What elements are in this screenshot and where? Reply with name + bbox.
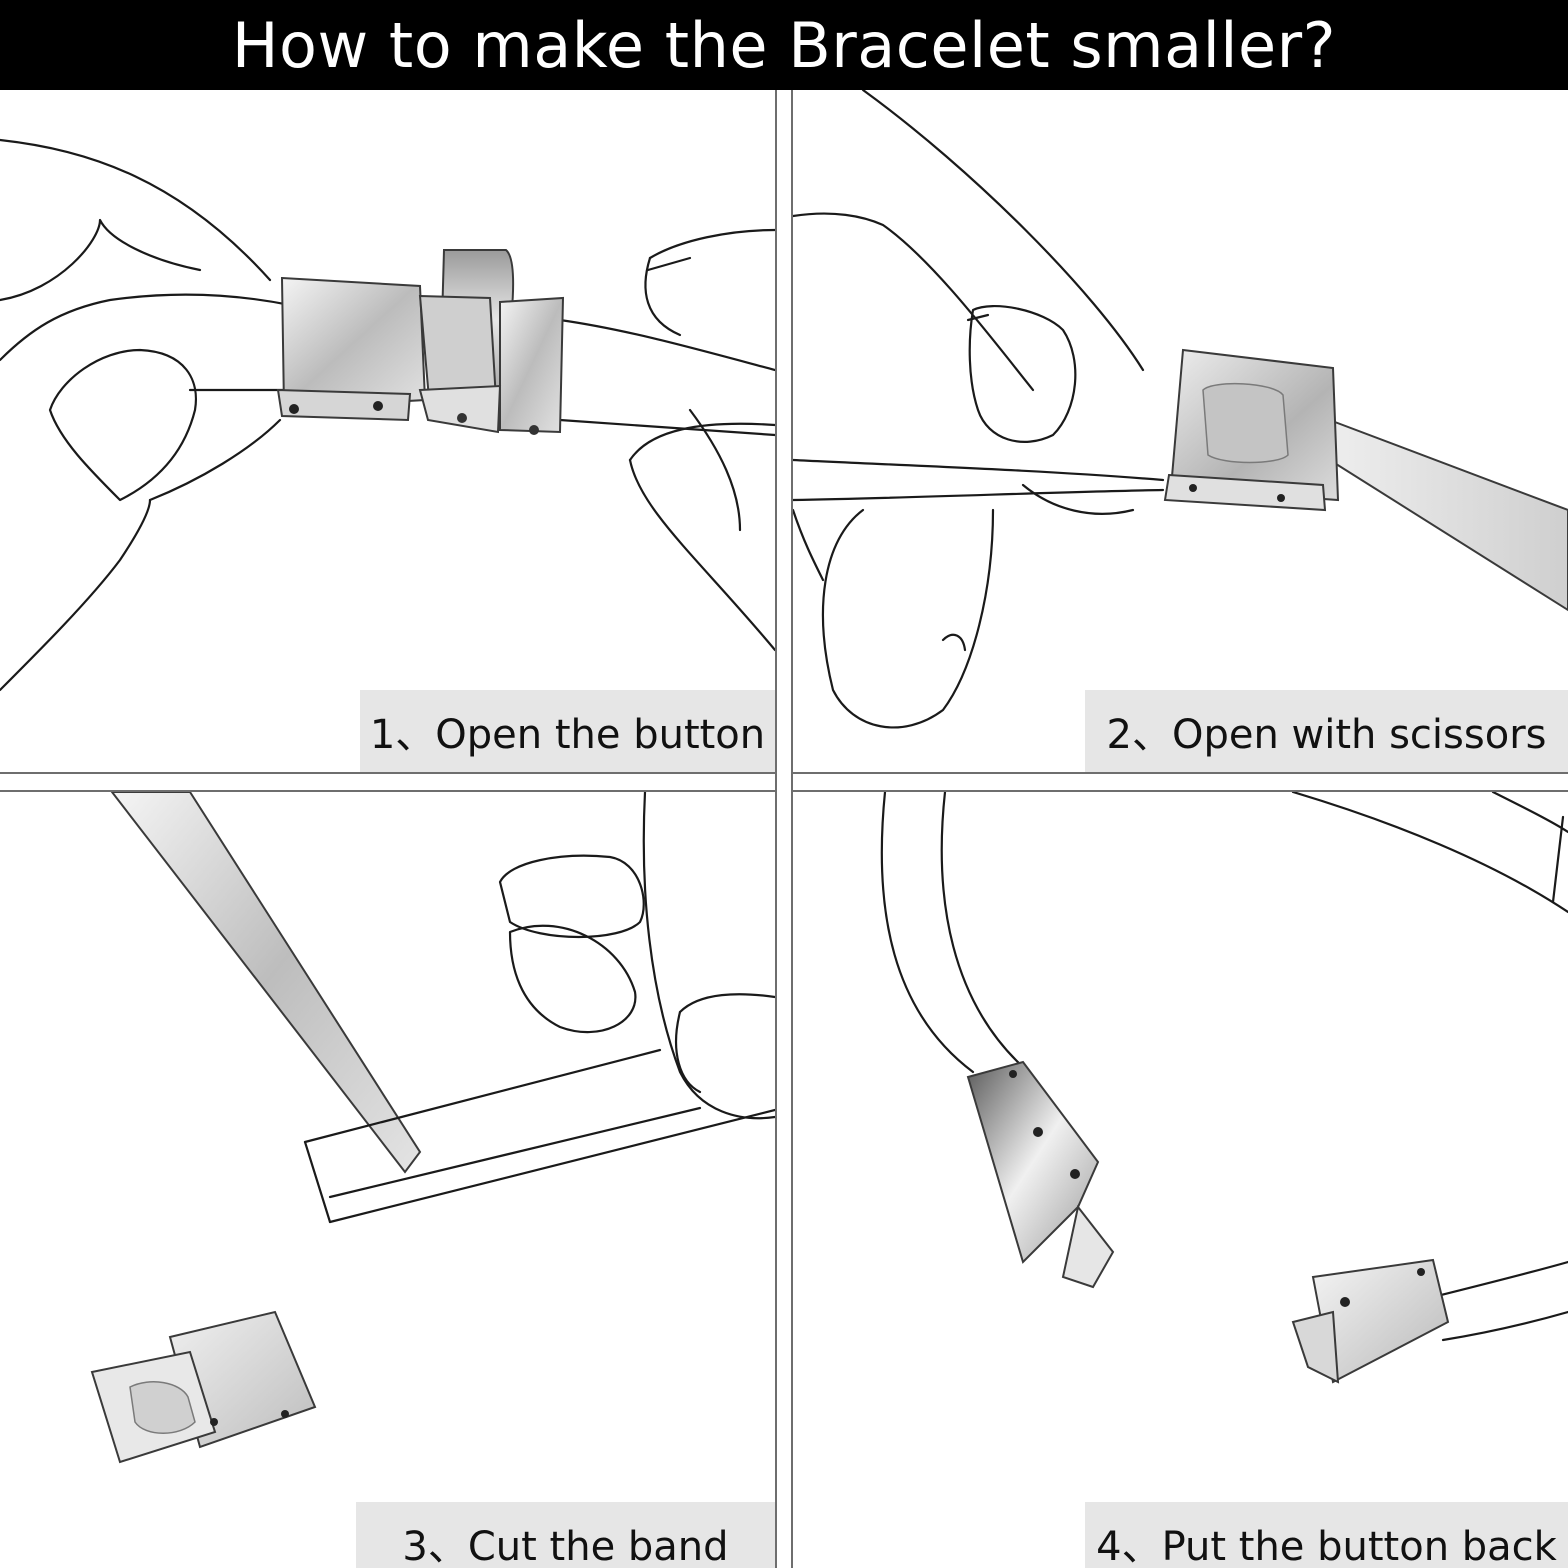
opened-clasp <box>90 1310 317 1464</box>
step-2-caption: 2、Open with scissors <box>1085 690 1568 772</box>
step-2-panel: 2、Open with scissors <box>793 90 1568 772</box>
vertical-divider-left <box>775 90 777 1568</box>
scissors-blade <box>1296 408 1568 612</box>
band-outline <box>188 318 775 437</box>
step-3-caption: 3、Cut the band <box>356 1502 775 1568</box>
clasp-closed <box>1163 348 1340 512</box>
step-3-panel: 3、Cut the band <box>0 792 775 1568</box>
hand-outline <box>498 792 775 1120</box>
step-1-illustration <box>0 138 775 692</box>
step-4-caption: 4、Put the button back <box>1085 1502 1568 1568</box>
clasp-left <box>966 1060 1115 1289</box>
step-4-panel: 4、Put the button back <box>793 792 1568 1568</box>
step-3-illustration <box>90 792 775 1464</box>
step-2-illustration <box>793 90 1568 729</box>
step-1-caption: 1、Open the button <box>360 690 775 772</box>
step-1-panel: 1、Open the button <box>0 90 775 772</box>
vertical-divider-right <box>791 90 793 1568</box>
band-loop <box>880 792 1568 1342</box>
clasp-open <box>276 249 565 435</box>
horizontal-divider-bottom-right <box>791 790 1568 792</box>
left-hand-outline <box>0 138 292 692</box>
band-strip <box>303 1048 775 1224</box>
step-4-illustration <box>880 792 1568 1384</box>
horizontal-divider-top <box>0 772 777 774</box>
horizontal-divider-top-right <box>791 772 1568 774</box>
clasp-right <box>1291 1258 1450 1384</box>
hand-outline <box>793 90 1165 729</box>
right-hand-outline <box>628 228 775 652</box>
page-title: How to make the Bracelet smaller? <box>0 0 1568 90</box>
scissors <box>110 792 422 1174</box>
horizontal-divider-bottom <box>0 790 777 792</box>
